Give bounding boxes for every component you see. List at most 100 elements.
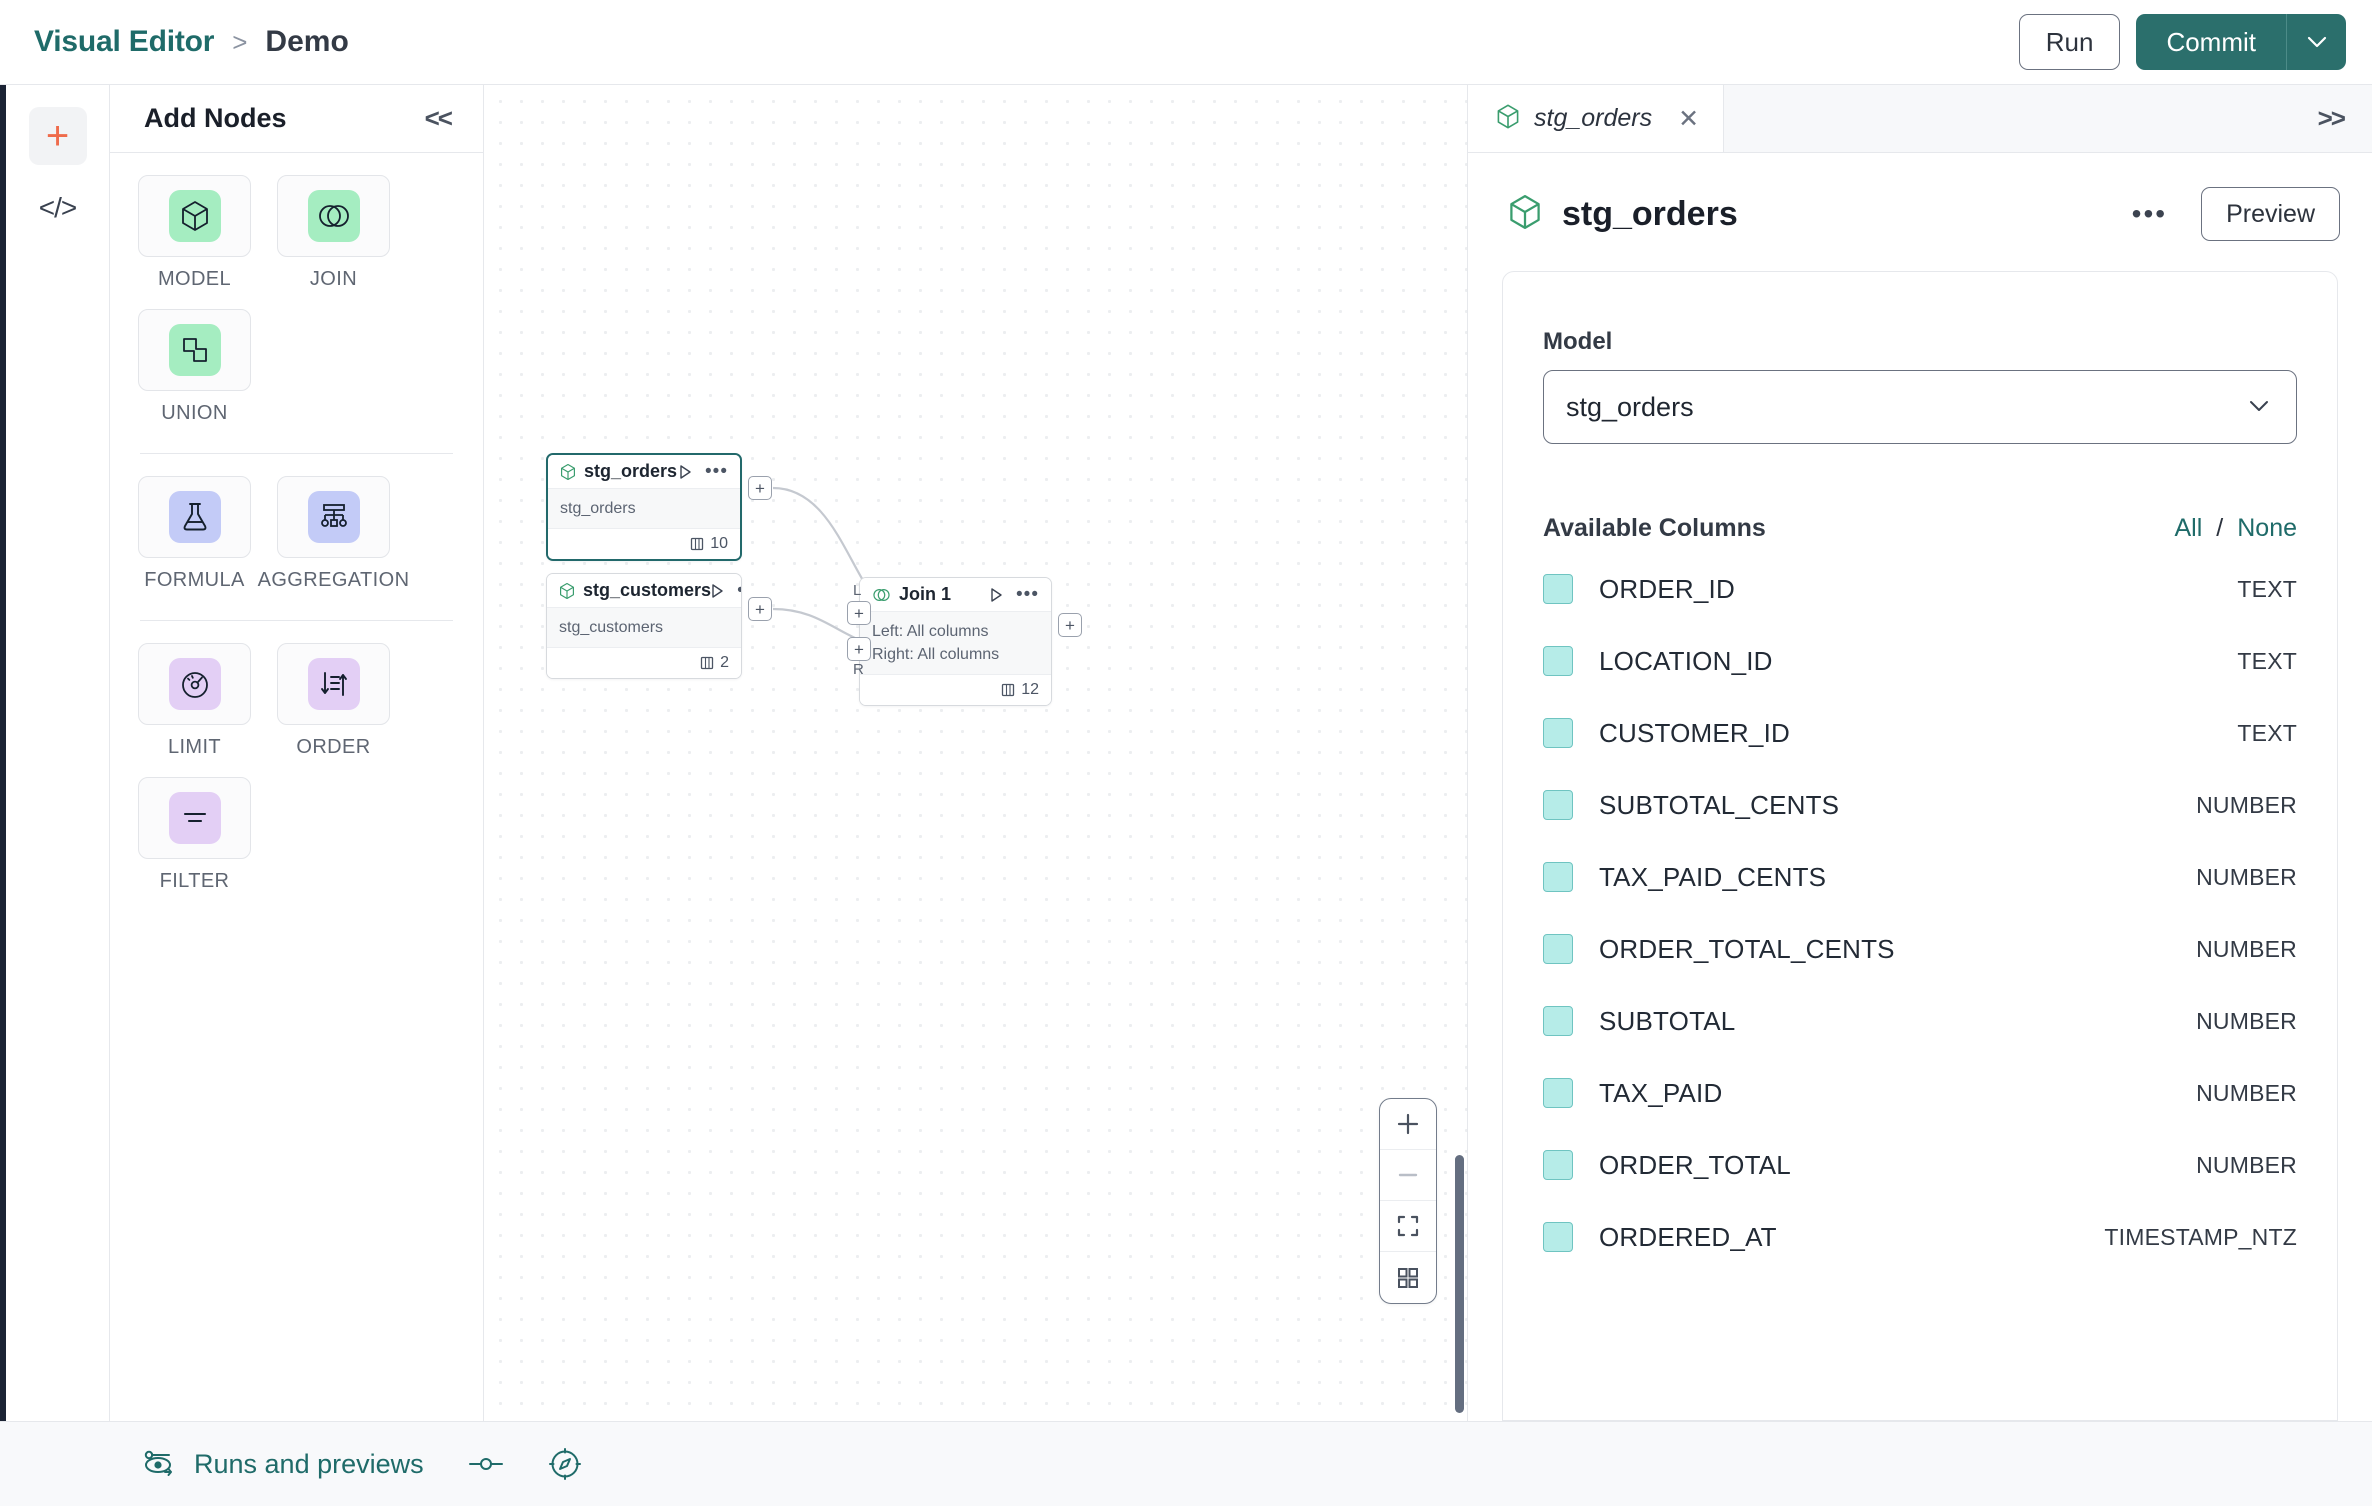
column-row[interactable]: SUBTOTAL_CENTS NUMBER [1543,769,2297,841]
graph-canvas[interactable]: stg_orders ••• stg_orders [484,85,1467,1421]
canvas-node-stg-orders[interactable]: stg_orders ••• stg_orders [546,453,742,562]
column-type: NUMBER [2196,1079,2297,1106]
column-name: CUSTOMER_ID [1599,717,1790,748]
toggle-icon[interactable] [466,1453,506,1475]
available-columns-header: Available Columns All / None [1543,514,2297,543]
output-port-stg-orders[interactable]: + [748,476,772,500]
column-checkbox[interactable] [1543,1222,1573,1252]
column-checkbox[interactable] [1543,1078,1573,1108]
close-icon[interactable]: ✕ [1678,104,1700,133]
join-left-input-port[interactable]: + [847,601,871,625]
model-select-value: stg_orders [1566,391,1694,422]
column-checkbox[interactable] [1543,1006,1573,1036]
preview-button[interactable]: Preview [2201,187,2340,241]
node-type-model[interactable]: MODEL [138,175,251,291]
column-name: ORDER_TOTAL_CENTS [1599,933,1895,964]
collapse-panel-button[interactable]: << [424,103,453,133]
node-type-filter[interactable]: FILTER [138,777,251,893]
column-checkbox[interactable] [1543,862,1573,892]
column-row[interactable]: ORDERED_AT TIMESTAMP_NTZ [1543,1201,2297,1273]
select-all-columns-link[interactable]: All [2174,514,2203,542]
node-details-panel: stg_orders ✕ >> stg_orders ••• Preview [1467,85,2372,1421]
canvas-node-menu-icon[interactable]: ••• [705,460,728,482]
plus-icon: + [45,114,70,158]
column-checkbox[interactable] [1543,934,1573,964]
column-row[interactable]: ORDER_TOTAL NUMBER [1543,1129,2297,1201]
model-select[interactable]: stg_orders [1543,370,2297,444]
zoom-in-button[interactable] [1380,1099,1436,1150]
node-type-aggregation[interactable]: AGGREGATION [258,476,409,592]
tab-stg-orders[interactable]: stg_orders ✕ [1468,85,1725,152]
commit-dropdown-button[interactable] [2286,14,2346,70]
column-checkbox[interactable] [1543,790,1573,820]
output-port-stg-customers[interactable]: + [748,597,772,621]
canvas-node-title: stg_customers [583,580,712,600]
column-row[interactable]: SUBTOTAL NUMBER [1543,985,2297,1057]
run-node-icon[interactable] [711,583,724,598]
node-type-order[interactable]: ORDER [277,643,390,759]
run-node-icon[interactable] [679,464,692,479]
expand-panel-button[interactable]: >> [2317,103,2346,133]
canvas-node-header: stg_customers ••• [547,574,741,608]
graph-canvas-container[interactable]: stg_orders ••• stg_orders [484,85,1467,1421]
commit-button[interactable]: Commit [2136,14,2286,70]
node-type-order-card [277,643,390,725]
node-type-aggregation-card [277,476,390,558]
compass-icon[interactable] [548,1447,582,1481]
column-name: ORDER_ID [1599,573,1735,604]
panel-more-menu-icon[interactable]: ••• [2131,198,2168,230]
canvas-vertical-scrollbar[interactable] [1455,1155,1464,1413]
column-checkbox[interactable] [1543,574,1573,604]
join-output-port[interactable]: + [1058,613,1082,637]
select-links-divider: / [2216,514,2224,542]
tab-label: stg_orders [1534,104,1653,132]
column-row[interactable]: LOCATION_ID TEXT [1543,625,2297,697]
column-name: SUBTOTAL_CENTS [1599,789,1840,820]
column-checkbox[interactable] [1543,718,1573,748]
breadcrumb-root-link[interactable]: Visual Editor [34,25,215,58]
column-name: TAX_PAID_CENTS [1599,861,1827,892]
canvas-node-join-1[interactable]: Join 1 ••• Left: All columns Right: All … [859,577,1052,707]
runs-and-previews-button[interactable]: Runs and previews [142,1449,424,1480]
union-shapes-icon [182,338,207,362]
code-icon: </> [38,192,77,223]
node-type-formula[interactable]: FORMULA [138,476,251,592]
node-group-transforms: FORMULA [138,476,455,610]
canvas-node-title: stg_orders [584,461,678,481]
node-type-order-label: ORDER [296,736,371,758]
run-button[interactable]: Run [2018,14,2121,70]
columns-icon [691,538,704,551]
column-checkbox[interactable] [1543,646,1573,676]
canvas-node-header: stg_orders ••• [548,455,740,489]
canvas-node-stg-customers[interactable]: stg_customers ••• stg_customers [546,573,742,680]
layout-button[interactable] [1380,1252,1436,1303]
node-type-limit[interactable]: LIMIT [138,643,251,759]
code-view-rail-button[interactable]: </> [29,179,87,237]
plus-icon [1397,1113,1419,1135]
zoom-out-button[interactable] [1380,1150,1436,1201]
fit-view-button[interactable] [1380,1201,1436,1252]
column-row[interactable]: ORDER_TOTAL_CENTS NUMBER [1543,913,2297,985]
column-type: TEXT [2237,575,2297,602]
model-field-label: Model [1543,328,1613,355]
flask-icon [183,503,206,531]
node-type-union-chip [168,324,221,376]
column-row[interactable]: CUSTOMER_ID TEXT [1543,697,2297,769]
column-checkbox[interactable] [1543,1150,1573,1180]
canvas-node-menu-icon[interactable]: ••• [1016,583,1039,605]
node-type-union[interactable]: UNION [138,309,251,425]
zoom-controls [1379,1098,1437,1304]
select-none-columns-link[interactable]: None [2237,514,2297,542]
node-type-filter-label: FILTER [159,870,230,892]
add-node-rail-button[interactable]: + [28,107,87,165]
column-row[interactable]: TAX_PAID_CENTS NUMBER [1543,841,2297,913]
column-row[interactable]: ORDER_ID TEXT [1543,553,2297,625]
bottom-bar: Runs and previews [0,1421,2372,1506]
canvas-node-menu-icon[interactable]: ••• [737,581,741,599]
join-right-input-port[interactable]: + [847,637,871,661]
node-type-aggregation-label: AGGREGATION [257,569,410,591]
node-type-join[interactable]: JOIN [277,175,390,291]
run-node-icon[interactable] [990,587,1003,602]
column-row[interactable]: TAX_PAID NUMBER [1543,1057,2297,1129]
